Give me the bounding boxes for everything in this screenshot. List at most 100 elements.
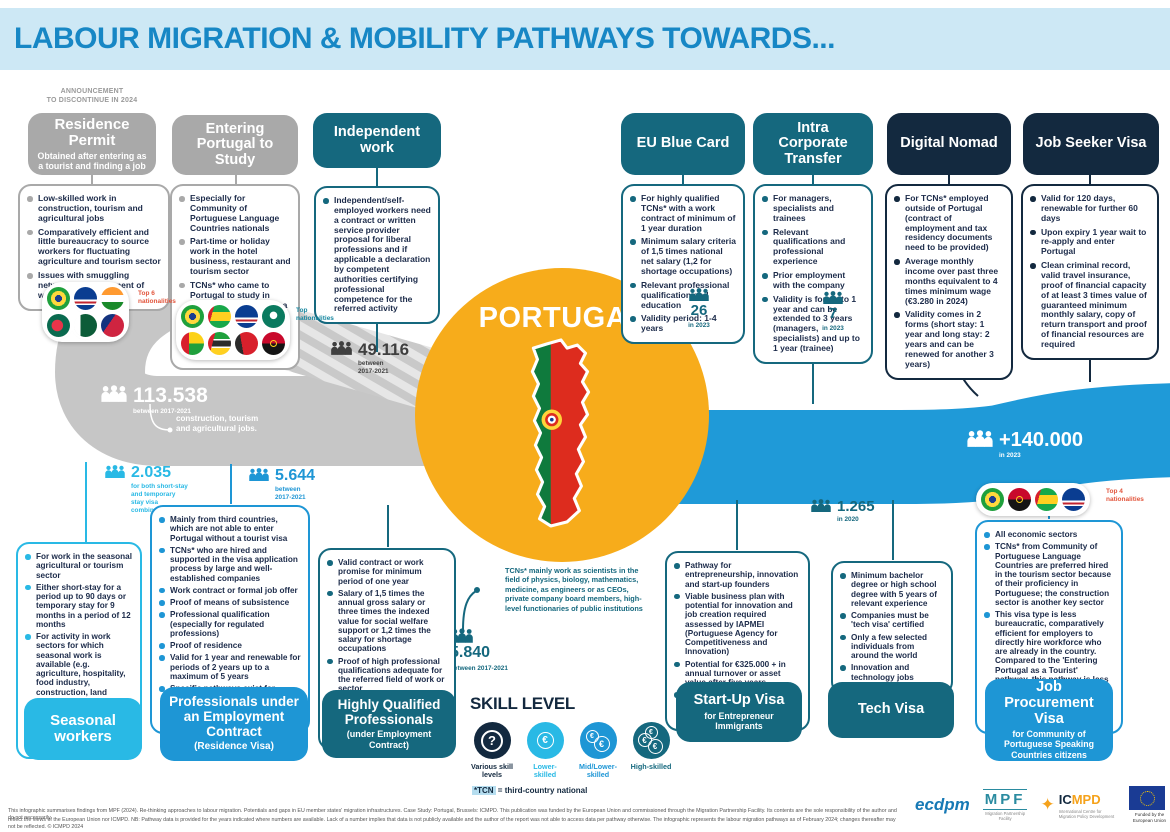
mozambique-flag xyxy=(208,332,231,355)
card-job-procurement: Job Procurement Visa for Community of Po… xyxy=(985,679,1113,761)
bullet-item: Pathway for entrepreneurship, innovation… xyxy=(674,561,801,589)
bullet-item: For highly qualified TCNs* with a work c… xyxy=(630,193,736,233)
brazil-flag xyxy=(981,488,1004,511)
bullet-item: Relevant qualifications and professional… xyxy=(762,227,864,267)
bullet-item: For work in the seasonal agricultural or… xyxy=(25,552,133,580)
people-icon xyxy=(823,291,843,304)
bullet-item: Especially for Community of Portuguese L… xyxy=(179,193,291,233)
bullet-item: Upon expiry 1 year wait to re-apply and … xyxy=(1030,227,1150,258)
footer-line1: This infographic summarises findings fro… xyxy=(8,808,897,822)
bullet-item: For managers, specialists and trainees xyxy=(762,193,864,224)
card-independent-work: Independent work xyxy=(313,113,441,168)
bullets-eu-blue-card: For highly qualified TCNs* with a work c… xyxy=(621,184,745,345)
bullet-item: Validity comes in 2 forms (short stay: 1… xyxy=(894,310,1004,369)
stat-gray-band: 113.538 between 2017-2021 xyxy=(100,385,208,416)
bullet-item: Part-time or holiday work in the hotel b… xyxy=(179,236,291,276)
hq-professionals-note: TCNs* mainly work as scientists in the f… xyxy=(505,566,643,613)
people-icon xyxy=(967,430,993,447)
bullet-item: Valid for 120 days, renewable for furthe… xyxy=(1030,193,1150,224)
card-residence-permit: Residence Permit Obtained after entering… xyxy=(28,113,156,175)
footer-line2: reflect the views of the European Union … xyxy=(8,817,896,831)
card-seasonal-workers: Seasonal workers xyxy=(24,698,142,760)
flags-top4-label: Top 4 nationalities xyxy=(1106,488,1144,503)
india-flag xyxy=(101,287,124,310)
bullet-list: For TCNs* employed outside of Portugal (… xyxy=(894,193,1004,370)
bullet-item: Innovation and technology jobs xyxy=(840,663,944,682)
cape-verde-flag xyxy=(235,305,258,328)
skill-mid: € € Mid/Lower-skilled xyxy=(576,722,620,780)
bullet-item: Valid contract or work promise for minim… xyxy=(327,558,447,586)
bullet-item: Salary of 1,5 times the annual gross sal… xyxy=(327,589,447,654)
bullet-item: TCNs* who are hired and supported in the… xyxy=(159,546,301,583)
bullet-item: Proof of residence xyxy=(159,641,301,650)
bullet-item: Proof of high professional qualification… xyxy=(327,657,447,694)
page-title: LABOUR MIGRATION & MOBILITY PATHWAYS TOW… xyxy=(14,22,835,55)
bullets-digital-nomad: For TCNs* employed outside of Portugal (… xyxy=(885,184,1013,380)
bullet-item: Independent/self-employed workers need a… xyxy=(323,195,431,314)
bullet-item: Professional qualification (especially f… xyxy=(159,610,301,638)
people-icon xyxy=(331,341,352,355)
card-intra-corporate-transfer: Intra Corporate Transfer xyxy=(753,113,873,175)
bullet-item: Validity period: 1-4 years xyxy=(630,314,736,334)
people-icon xyxy=(101,385,127,402)
skill-lower: € Lower-skilled xyxy=(523,722,567,780)
stat-ict: 7 in 2023 xyxy=(812,291,854,333)
icmpd-logo: ✦ ICMPD International Centre for Migrati… xyxy=(1040,791,1115,819)
bullets-job-seeker-visa: Valid for 120 days, renewable for furthe… xyxy=(1021,184,1159,360)
bullet-item: Companies must be 'tech visa' certified xyxy=(840,611,944,630)
people-icon xyxy=(811,499,831,512)
skill-level-legend: SKILL LEVEL ? Various skill levels € Low… xyxy=(470,694,673,780)
bullet-item: Work contract or formal job offer xyxy=(159,586,301,595)
bullet-item: Relevant professional qualification and … xyxy=(630,280,736,311)
angola-flag xyxy=(1008,488,1031,511)
stat-professionals: 5.644 between 2017-2021 xyxy=(248,468,315,502)
bullet-item: Mainly from third countries, which are n… xyxy=(159,515,301,543)
sao-tome-flag xyxy=(208,305,231,328)
timor-leste-flag xyxy=(235,332,258,355)
footer-logos: ecdpm MPF Migration Partnership Facility… xyxy=(915,786,1170,824)
bullet-item: Viable business plan with potential for … xyxy=(674,592,801,657)
skill-level-title: SKILL LEVEL xyxy=(470,694,576,713)
bullet-item: Prior employment with the company xyxy=(762,270,864,291)
bullet-item: Comparatively efficient and little burea… xyxy=(27,227,161,267)
bangladesh-flag xyxy=(47,314,70,337)
people-icon xyxy=(689,288,709,301)
cape-verde-flag xyxy=(74,287,97,310)
people-icon xyxy=(249,468,269,481)
portugal-circle: PORTUGAL xyxy=(415,268,709,562)
bullet-item: All economic sectors xyxy=(984,530,1114,539)
pakistan-flag xyxy=(74,314,97,337)
macau-flag xyxy=(262,305,285,328)
lower-skilled-icon: € xyxy=(526,722,564,759)
high-skilled-icon: € € € xyxy=(632,722,670,759)
card-eu-blue-card: EU Blue Card xyxy=(621,113,745,175)
card-study: Entering Portugal to Study xyxy=(172,115,298,175)
flags-top6-nationalities xyxy=(42,282,129,342)
icmpd-diamond-icon: ✦ xyxy=(1040,795,1055,815)
portugal-map xyxy=(530,338,591,528)
flags-study-nationalities xyxy=(176,300,290,360)
flags-top6-label: Top 6 nationalities xyxy=(138,290,176,305)
angola-flag xyxy=(262,332,285,355)
bullet-item: Only a few selected individuals from aro… xyxy=(840,633,944,661)
card-digital-nomad: Digital Nomad xyxy=(887,113,1011,175)
skill-high: € € € High-skilled xyxy=(629,722,673,780)
guinea-bissau-flag xyxy=(181,332,204,355)
bullet-item: Clean criminal record, valid travel insu… xyxy=(1030,260,1150,350)
bullet-list: Valid for 120 days, renewable for furthe… xyxy=(1030,193,1150,350)
people-icon xyxy=(105,465,125,478)
stat-eu-blue-card: 26 in 2023 xyxy=(678,288,720,330)
card-highly-qualified: Highly Qualified Professionals (under Em… xyxy=(322,690,456,758)
eu-funding-logo: Funded by the European Union xyxy=(1129,786,1170,824)
bullet-item: Minimum bachelor degree or high school d… xyxy=(840,571,944,608)
bullet-item: Average monthly income over past three m… xyxy=(894,256,1004,306)
card-professionals: Professionals under an Employment Contra… xyxy=(160,687,308,761)
bullet-item: Valid for 1 year and renewable for perio… xyxy=(159,653,301,681)
stat-hatched-band: 49.116 between 2017-2021 xyxy=(330,341,409,376)
cape-verde-flag xyxy=(1062,488,1085,511)
bullet-list: Minimum bachelor degree or high school d… xyxy=(840,571,944,682)
